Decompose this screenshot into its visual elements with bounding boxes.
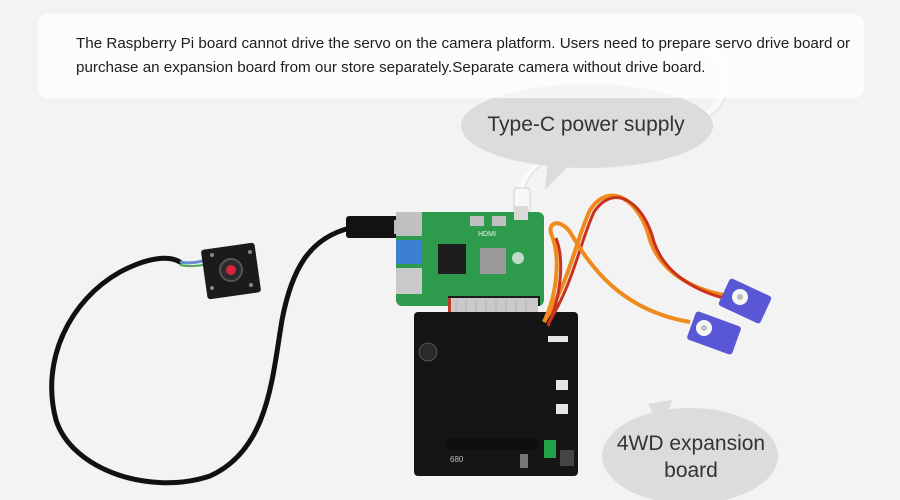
servo-motor-lower bbox=[687, 311, 741, 355]
power-supply-callout-label: Type-C power supply bbox=[487, 113, 685, 136]
servo-wire-lower bbox=[542, 221, 691, 324]
camera-module bbox=[201, 242, 261, 300]
notice-text: The Raspberry Pi board cannot drive the … bbox=[76, 35, 851, 76]
board-code-marking: 680 bbox=[450, 455, 464, 464]
expansion-board-callout-label: 4WD expansion board bbox=[616, 432, 766, 482]
usb-plug bbox=[346, 216, 398, 238]
servo-motor-upper bbox=[718, 278, 772, 324]
raspberry-pi-board: HDMI bbox=[396, 206, 544, 306]
power-supply-callout-bubble bbox=[461, 84, 713, 190]
expansion-board: 680 bbox=[414, 312, 578, 476]
notice-panel bbox=[38, 14, 864, 98]
hdmi-marking: HDMI bbox=[478, 231, 496, 238]
expansion-board-callout-bubble bbox=[602, 400, 778, 500]
camera-cable bbox=[49, 225, 353, 486]
